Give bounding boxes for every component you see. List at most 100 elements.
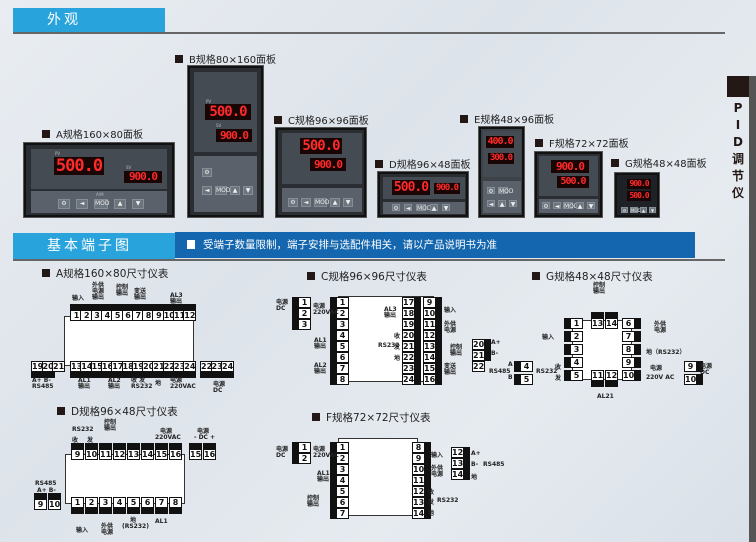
up-key[interactable]: ▲ (576, 202, 584, 210)
down-key[interactable]: ▼ (587, 202, 595, 210)
terminal-tab (85, 443, 98, 449)
terminal-3: 3 (570, 344, 583, 355)
terminal-7: 7 (336, 508, 349, 519)
down-key[interactable]: ▼ (649, 207, 656, 213)
shift-key[interactable]: ◄ (553, 202, 561, 210)
pv-display: 900.0 (627, 179, 651, 189)
terminal-7: 7 (336, 363, 349, 374)
label-ac: 电源220VAC (313, 446, 339, 459)
mod-key[interactable]: MOD (94, 199, 110, 209)
up-key[interactable]: ▲ (430, 204, 438, 212)
label-gnd: 地 (471, 474, 478, 481)
terminal-1: 1 (71, 497, 84, 508)
terminal-6: 6 (141, 497, 154, 508)
set-key[interactable]: ⚙ (288, 198, 298, 207)
sv-display: 500.0 (627, 191, 651, 201)
terminal-tab (330, 497, 336, 508)
set-key[interactable]: ⚙ (58, 199, 70, 209)
side-bar (749, 76, 756, 542)
set-key[interactable]: ⚙ (621, 207, 628, 213)
pv-display: 500.0 (205, 104, 251, 120)
terminal-3: 3 (298, 319, 311, 330)
terminal-tab (436, 341, 442, 352)
diagram-title-f: F规格72×72尺寸仪表 (312, 410, 431, 425)
up-key[interactable]: ▲ (114, 199, 126, 209)
panel-d: 500.0 900.0 ⚙ ◄ MOD ▲ ▼ (378, 172, 468, 217)
up-key[interactable]: ▲ (230, 186, 240, 195)
down-key[interactable]: ▼ (442, 204, 450, 212)
shift-key[interactable]: ◄ (202, 186, 212, 195)
terminal-tab (564, 370, 570, 381)
set-key[interactable]: ⚙ (487, 187, 495, 195)
terminal-13: 13 (591, 318, 604, 329)
side-category-label: P I D 调 节 仪 (728, 100, 748, 202)
terminal-14: 14 (141, 449, 154, 460)
terminal-tab (121, 372, 135, 378)
terminal-tab (80, 372, 94, 378)
terminal-tab (200, 372, 213, 378)
terminal-15: 15 (189, 449, 202, 460)
up-key[interactable]: ▲ (498, 200, 506, 208)
terminal-tab (292, 308, 298, 319)
terminal-tab (330, 464, 336, 475)
up-key[interactable]: ▲ (640, 207, 647, 213)
label-b: B- (491, 350, 499, 357)
label-tx: 发 (394, 344, 401, 351)
terminal-tab (415, 330, 421, 341)
terminal-tab (169, 508, 182, 514)
terminal-tab (330, 352, 336, 363)
terminal-14: 14 (605, 318, 618, 329)
shift-key[interactable]: ◄ (404, 204, 412, 212)
terminal-tab (80, 304, 94, 310)
shift-key[interactable]: ◄ (487, 200, 495, 208)
down-key[interactable]: ▼ (343, 198, 353, 207)
terminal-2: 2 (336, 453, 349, 464)
terminal-tab (330, 319, 336, 330)
terminal-24: 24 (183, 361, 197, 372)
down-key[interactable]: ▼ (243, 186, 253, 195)
terminal-tab (425, 497, 431, 508)
label-dc: - DC + (194, 434, 216, 441)
terminal-tab (142, 372, 156, 378)
label-a: A+ (471, 450, 481, 457)
terminal-14: 14 (423, 352, 436, 363)
terminal-tab (127, 508, 140, 514)
terminal-8: 8 (169, 497, 182, 508)
terminal-tab (514, 374, 520, 385)
sv-display: 300.0 (488, 153, 514, 164)
terminal-tab (415, 297, 421, 308)
terminal-tab (99, 508, 112, 514)
diagram-title-a: A规格160×80尺寸仪表 (42, 266, 168, 281)
up-key[interactable]: ▲ (330, 198, 340, 207)
mod-key[interactable]: MOD (416, 204, 432, 212)
label-b: B- (471, 461, 479, 468)
side-char: I (735, 118, 741, 132)
terminal-tab (425, 508, 431, 519)
label-gnd: 地 (428, 510, 435, 517)
shift-key[interactable]: ◄ (76, 199, 88, 209)
terminal-tab (90, 372, 104, 378)
mod-key[interactable]: MOD (563, 202, 579, 210)
terminal-tab (415, 352, 421, 363)
instrument-body (338, 438, 418, 516)
terminal-tab (70, 372, 83, 378)
terminal-tab (330, 486, 336, 497)
terminal-tab (210, 372, 224, 378)
terminal-tab (425, 486, 431, 497)
set-key[interactable]: ⚙ (392, 204, 400, 212)
terminal-5: 5 (520, 374, 533, 385)
set-key[interactable]: ⚙ (542, 202, 550, 210)
set-key[interactable]: ⚙ (202, 168, 212, 177)
shift-key[interactable]: ◄ (301, 198, 311, 207)
pv-display: 900.0 (551, 160, 589, 173)
mod-key[interactable]: MOD (498, 187, 514, 195)
terminal-4: 4 (570, 357, 583, 368)
terminal-tab (591, 312, 604, 318)
down-key[interactable]: ▼ (132, 199, 144, 209)
mod-key[interactable]: MOD (630, 207, 641, 213)
terminal-10: 10 (85, 449, 98, 460)
terminal-tab (292, 319, 298, 330)
mod-key[interactable]: MOD (215, 186, 231, 195)
mod-key[interactable]: MOD (314, 198, 330, 207)
down-key[interactable]: ▼ (509, 200, 517, 208)
